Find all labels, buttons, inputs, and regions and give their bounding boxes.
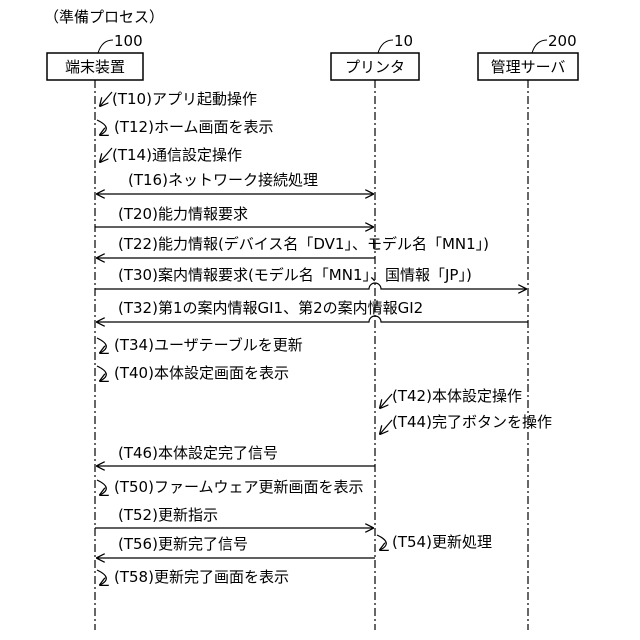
message-t34: (T34)ユーザテーブルを更新 bbox=[97, 336, 303, 354]
self-action-arrow bbox=[100, 92, 112, 106]
message-label: (T14)通信設定操作 bbox=[112, 146, 242, 164]
message-t16: (T16)ネットワーク接続処理 bbox=[97, 171, 373, 194]
message-t56: (T56)更新完了信号 bbox=[97, 535, 375, 558]
self-loop-arrow bbox=[97, 570, 106, 585]
message-t22: (T22)能力情報(デバイス名「DV1」、モデル名「MN1」) bbox=[97, 235, 489, 258]
message-t12: (T12)ホーム画面を表示 bbox=[97, 118, 274, 136]
message-label: (T42)本体設定操作 bbox=[392, 387, 522, 405]
actor-terminal: 端末装置 100 bbox=[47, 32, 143, 80]
message-t10: (T10)アプリ起動操作 bbox=[100, 90, 257, 108]
message-t30: (T30)案内情報要求(モデル名「MN1」、国情報「JP」) bbox=[95, 266, 526, 289]
diagram-title: （準備プロセス） bbox=[44, 8, 164, 26]
message-label: (T20)能力情報要求 bbox=[118, 205, 248, 223]
self-action-arrow bbox=[100, 148, 112, 162]
self-action-arrow bbox=[380, 394, 392, 408]
message-t40: (T40)本体設定画面を表示 bbox=[97, 364, 289, 382]
actor-terminal-ref: 100 bbox=[114, 32, 143, 50]
message-t46: (T46)本体設定完了信号 bbox=[97, 444, 375, 466]
message-t52: (T52)更新指示 bbox=[95, 506, 373, 528]
message-label: (T34)ユーザテーブルを更新 bbox=[114, 336, 303, 354]
actor-printer-label: プリンタ bbox=[345, 58, 405, 76]
message-t32: (T32)第1の案内情報GI1、第2の案内情報GI2 bbox=[97, 299, 528, 322]
actor-printer-ref: 10 bbox=[394, 32, 413, 50]
message-t58: (T58)更新完了画面を表示 bbox=[97, 568, 289, 586]
message-label: (T16)ネットワーク接続処理 bbox=[128, 171, 318, 189]
message-t14: (T14)通信設定操作 bbox=[100, 146, 242, 164]
message-label: (T30)案内情報要求(モデル名「MN1」、国情報「JP」) bbox=[118, 266, 472, 284]
message-label: (T32)第1の案内情報GI1、第2の案内情報GI2 bbox=[118, 299, 423, 317]
actor-terminal-ref-leader bbox=[98, 40, 113, 53]
actor-server-label: 管理サーバ bbox=[491, 58, 566, 76]
self-action-arrow bbox=[380, 420, 392, 434]
message-label: (T58)更新完了画面を表示 bbox=[114, 568, 289, 586]
actor-printer: プリンタ 10 bbox=[331, 32, 419, 80]
actor-terminal-label: 端末装置 bbox=[65, 58, 125, 76]
message-t54: (T54)更新処理 bbox=[377, 533, 492, 551]
message-label: (T44)完了ボタンを操作 bbox=[392, 413, 552, 431]
message-t20: (T20)能力情報要求 bbox=[95, 205, 373, 227]
message-label: (T22)能力情報(デバイス名「DV1」、モデル名「MN1」) bbox=[118, 235, 489, 253]
message-label: (T50)ファームウェア更新画面を表示 bbox=[114, 478, 364, 496]
message-label: (T10)アプリ起動操作 bbox=[112, 90, 257, 108]
self-loop-arrow bbox=[97, 120, 106, 135]
self-loop-arrow bbox=[97, 366, 106, 381]
message-label: (T54)更新処理 bbox=[392, 533, 492, 551]
actor-server-ref-leader bbox=[532, 40, 547, 53]
message-t44: (T44)完了ボタンを操作 bbox=[380, 413, 552, 434]
message-label: (T46)本体設定完了信号 bbox=[118, 444, 278, 462]
self-loop-arrow bbox=[97, 338, 106, 353]
message-label: (T56)更新完了信号 bbox=[118, 535, 248, 553]
message-label: (T12)ホーム画面を表示 bbox=[114, 118, 274, 136]
message-t42: (T42)本体設定操作 bbox=[380, 387, 522, 408]
message-label: (T52)更新指示 bbox=[118, 506, 218, 524]
actor-server: 管理サーバ 200 bbox=[478, 32, 578, 80]
actor-printer-ref-leader bbox=[378, 40, 393, 53]
self-loop-arrow bbox=[377, 535, 386, 550]
self-loop-arrow bbox=[97, 480, 106, 495]
message-t50: (T50)ファームウェア更新画面を表示 bbox=[97, 478, 364, 496]
actor-server-ref: 200 bbox=[548, 32, 577, 50]
message-label: (T40)本体設定画面を表示 bbox=[114, 364, 289, 382]
